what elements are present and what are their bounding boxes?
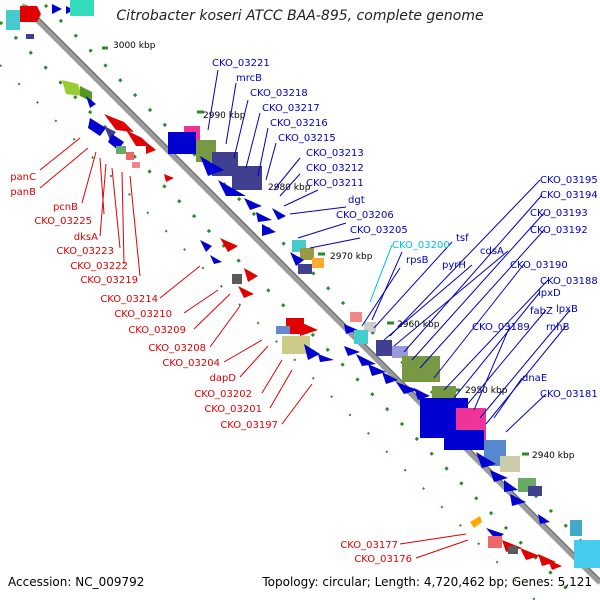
gene-label-cko-03193: CKO_03193 [530,208,588,219]
gene-label-cko-03197: CKO_03197 [220,420,278,431]
gene-label-cko-03214: CKO_03214 [100,294,158,305]
gene-label-cdsA: cdsA [480,246,504,257]
gene-label-cko-03189: CKO_03189 [472,322,530,333]
gene-label-cko-03225: CKO_03225 [34,216,92,227]
gene-label-rnhB: rnhB [546,322,570,333]
gene-label-dapD: dapD [209,373,236,384]
gene-label-cko-03212: CKO_03212 [306,163,364,174]
gene-label-pyrH: pyrH [442,260,466,271]
tick-track-far [0,64,536,600]
kbp-label-2970: 2970 kbp [330,252,373,262]
gene-label-cko-03215: CKO_03215 [278,133,336,144]
gene-label-mrcB: mrcB [236,73,262,84]
gene-label-cko-03217: CKO_03217 [262,103,320,114]
genome-backbone-shadow [25,4,600,580]
gene-label-cko-03188: CKO_03188 [540,276,598,287]
gene-label-cko-03218: CKO_03218 [250,88,308,99]
gene-label-dnaE: dnaE [522,373,547,384]
gene-label-cko-03194: CKO_03194 [540,190,598,201]
gene-label-cko-03181: CKO_03181 [540,389,598,400]
gene-label-cko-03209: CKO_03209 [128,325,186,336]
gene-label-panB: panB [10,187,36,198]
accession-text: Accession: NC_009792 [8,575,145,589]
gene-label-dksA: dksA [74,232,98,243]
gene-label-cko-03213: CKO_03213 [306,148,364,159]
gene-label-cko-03176: CKO_03176 [354,554,412,565]
kbp-label-2940: 2940 kbp [532,451,575,461]
gene-label-cko-03202: CKO_03202 [194,389,252,400]
gene-label-cko-03216: CKO_03216 [270,118,328,129]
gene-label-rpsB: rpsB [406,255,429,266]
gene-label-lpxD: lpxD [538,288,561,299]
gene-label-cko-03206: CKO_03206 [336,210,394,221]
leader-line-cko-03200 [369,244,393,303]
topology-text: Topology: circular; Length: 4,720,462 bp… [262,575,592,589]
kbp-label-3000: 3000 kbp [113,41,156,51]
feature-group-right-lower [344,312,600,568]
gene-label-cko-03200: CKO_03200 [392,240,450,251]
feature-group-bottom [470,516,562,570]
gene-label-cko-03219: CKO_03219 [80,275,138,286]
gene-label-lpxB: lpxB [556,304,578,315]
gene-label-cko-03190: CKO_03190 [510,260,568,271]
gene-label-cko-03192: CKO_03192 [530,225,588,236]
leader-lines-left [39,137,469,559]
feature-group-top [6,0,94,39]
feature-group-left-upper [62,80,174,182]
gene-label-cko-03223: CKO_03223 [56,246,114,257]
gene-label-cko-03210: CKO_03210 [114,309,172,320]
gene-label-cko-03208: CKO_03208 [148,343,206,354]
gene-label-cko-03177: CKO_03177 [340,540,398,551]
gene-label-cko-03201: CKO_03201 [204,404,262,415]
kbp-label-2980: 2980 kbp [268,183,311,193]
kbp-label-2950: 2950 kbp [465,386,508,396]
gene-label-cko-03222: CKO_03222 [70,261,128,272]
gene-label-cko-03211: CKO_03211 [306,178,364,189]
gene-label-pcnB: pcnB [53,202,78,213]
gene-label-panC: panC [10,172,36,183]
kbp-label-2960: 2960 kbp [397,320,440,330]
gene-label-cko-03204: CKO_03204 [162,358,220,369]
feature-group-left-mid [200,238,334,362]
kbp-label-2990: 2990 kbp [203,111,246,121]
gene-label-dgt: dgt [348,195,365,206]
gene-label-tsf: tsf [456,233,469,244]
leader-lines-right [207,69,571,433]
gene-label-cko-03221: CKO_03221 [212,58,270,69]
gene-label-cko-03205: CKO_03205 [350,225,408,236]
gene-label-fabZ: fabZ [530,306,553,317]
gene-label-cko-03195: CKO_03195 [540,175,598,186]
feature-group-right-upper [168,126,324,274]
map-title: Citrobacter koseri ATCC BAA-895, complet… [116,8,484,24]
genome-backbone [20,3,600,585]
